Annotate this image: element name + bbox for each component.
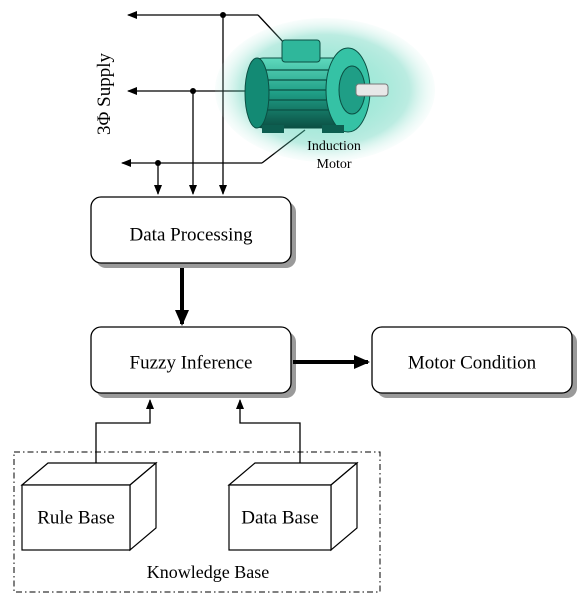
data-base-block: Data Base	[227, 461, 359, 552]
induction-motor: Induction Motor	[215, 18, 435, 172]
rule-base-label: Rule Base	[37, 507, 115, 528]
knowledge-base-boundary	[13, 451, 381, 593]
motor-label-line2: Motor	[317, 157, 352, 172]
motor-label-line1: Induction	[307, 139, 361, 154]
motor-condition-block: Motor Condition	[371, 326, 577, 398]
motor-icon	[244, 39, 389, 133]
data-processing-label: Data Processing	[130, 224, 253, 245]
arrow-rule-base-to-inference	[95, 399, 154, 463]
motor-condition-label: Motor Condition	[408, 352, 537, 373]
rule-base-block: Rule Base	[20, 461, 158, 552]
data-processing-block: Data Processing	[90, 196, 296, 268]
data-base-label: Data Base	[241, 507, 319, 528]
arrow-data-base-to-inference	[236, 399, 301, 463]
supply-label: 3Φ Supply	[94, 53, 115, 135]
knowledge-base-label: Knowledge Base	[147, 562, 269, 582]
fuzzy-inference-label: Fuzzy Inference	[130, 352, 253, 373]
fuzzy-inference-block: Fuzzy Inference	[90, 326, 296, 398]
